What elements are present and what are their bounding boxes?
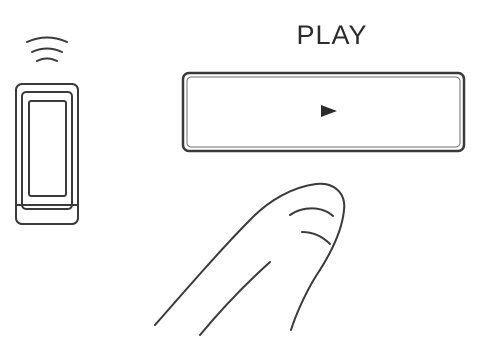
play-label: PLAY	[282, 22, 382, 49]
remote-control-icon	[16, 84, 78, 224]
wireless-signal-icon	[27, 38, 67, 62]
play-button[interactable]	[183, 73, 464, 151]
pointing-finger-icon	[155, 184, 344, 335]
